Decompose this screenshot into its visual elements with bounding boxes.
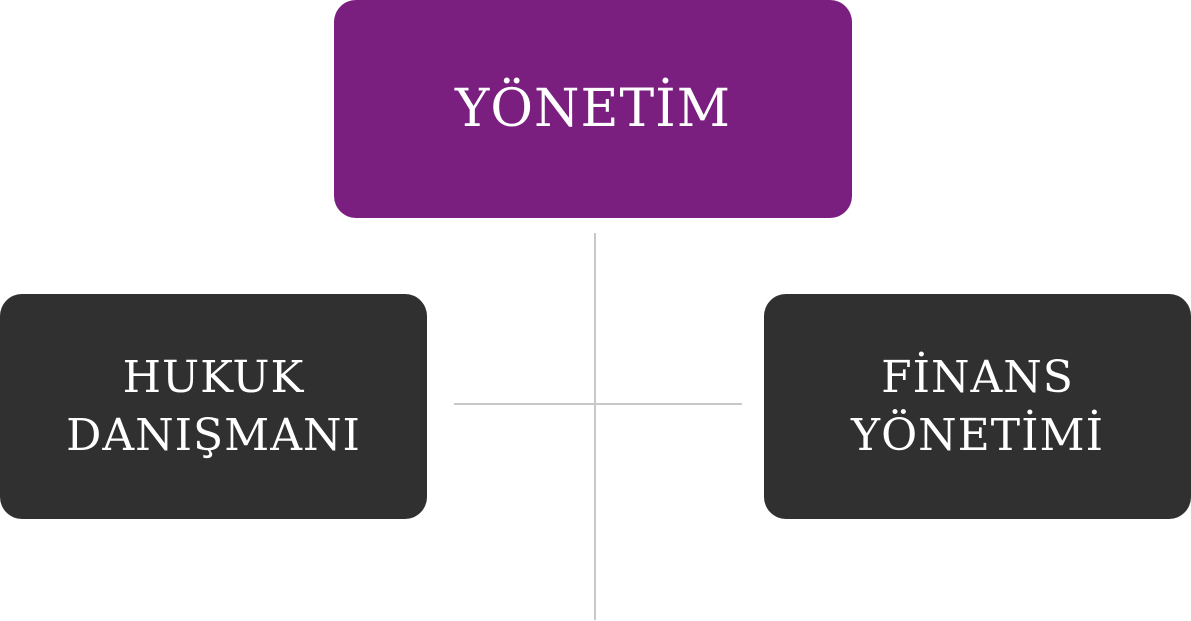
vertical-connector-line <box>594 233 596 620</box>
legal-advisor-label-line1: HUKUK <box>122 351 305 403</box>
management-node-label: YÖNETİM <box>455 79 731 139</box>
legal-advisor-label-line2: DANIŞMANI <box>66 409 361 461</box>
legal-advisor-node: HUKUK DANIŞMANI <box>0 294 427 519</box>
finance-management-label-line1: FİNANS <box>881 351 1074 403</box>
finance-management-label-line2: YÖNETİMİ <box>851 409 1104 461</box>
management-node: YÖNETİM <box>334 0 852 218</box>
horizontal-connector-line <box>454 403 742 405</box>
finance-management-node: FİNANS YÖNETİMİ <box>764 294 1191 519</box>
